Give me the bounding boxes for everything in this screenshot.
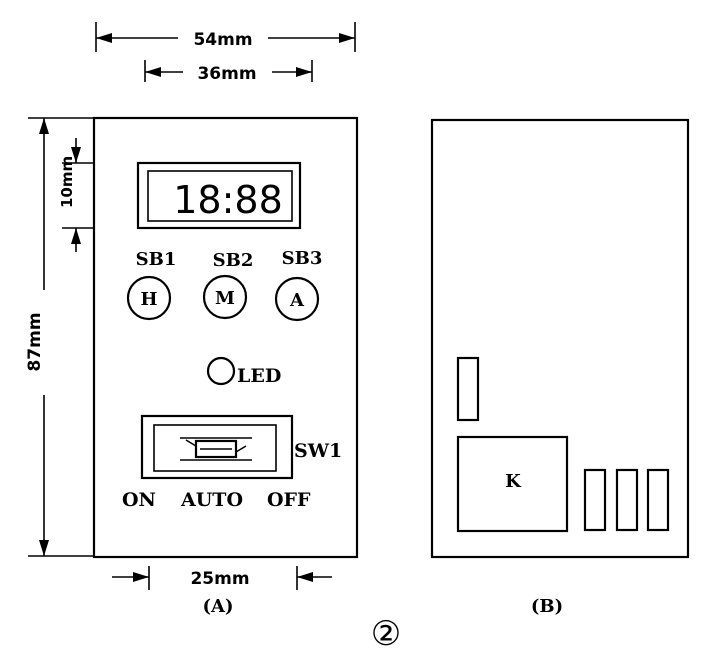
dimension-display-height: 10mm [58,138,94,252]
switch-sw1[interactable]: SW1 ON AUTO OFF [122,414,342,511]
switch-slider[interactable] [194,439,238,459]
button-sb2-symbol: M [215,288,235,309]
overall-height-label: 87mm [25,312,45,371]
clock-display: 18:88 [136,161,302,230]
display-window-outer [136,161,302,230]
button-sb3-circle[interactable] [274,276,320,322]
relay-k [456,435,569,533]
display-time: 18:88 [173,178,283,222]
button-sb2-circle[interactable] [202,274,248,320]
small-component [456,356,480,422]
view-a-caption: (A) [203,596,234,617]
button-sb2-label: SB2 [213,250,254,271]
relay-label: K [505,471,522,492]
inner-width-label: 36mm [197,64,256,84]
terminal-1 [583,468,607,532]
switch-frame-outer [140,414,294,480]
dimension-overall-height: 87mm [25,117,94,557]
terminal-3 [646,468,670,532]
switch-position-on: ON [122,489,156,511]
view-a: 54mm 36mm 87mm [25,22,359,617]
led-circle [206,356,236,386]
terminal-2 [615,468,639,532]
switch-label: SW1 [294,440,342,462]
button-sb1-circle[interactable] [126,275,172,321]
switch-frame-inner [153,424,277,472]
front-panel-outline [92,116,359,559]
button-sb2[interactable]: SB2 M [202,250,254,320]
view-b-caption: (B) [531,596,563,617]
dimension-switch-width: 25mm [112,566,332,590]
button-sb3[interactable]: SB3 A [274,248,323,322]
button-sb1-label: SB1 [136,249,177,270]
switch-position-off: OFF [267,489,311,511]
overall-width-label: 54mm [193,30,252,50]
dimension-inner-width: 36mm [144,60,313,84]
dimension-overall-width: 54mm [95,22,356,52]
led-label: LED [237,365,281,387]
button-sb1-symbol: H [140,289,157,310]
view-b: K (B) [430,118,690,617]
button-sb3-symbol: A [289,290,305,311]
switch-position-auto: AUTO [180,489,243,511]
rear-panel-outline [430,118,690,559]
display-height-label: 10mm [58,156,76,208]
switch-width-label: 25mm [190,569,249,589]
figure-number: ② [371,614,401,654]
button-sb1[interactable]: SB1 H [126,249,177,321]
button-sb3-label: SB3 [282,248,323,269]
led-indicator: LED [206,356,281,387]
display-window-inner [147,170,293,222]
